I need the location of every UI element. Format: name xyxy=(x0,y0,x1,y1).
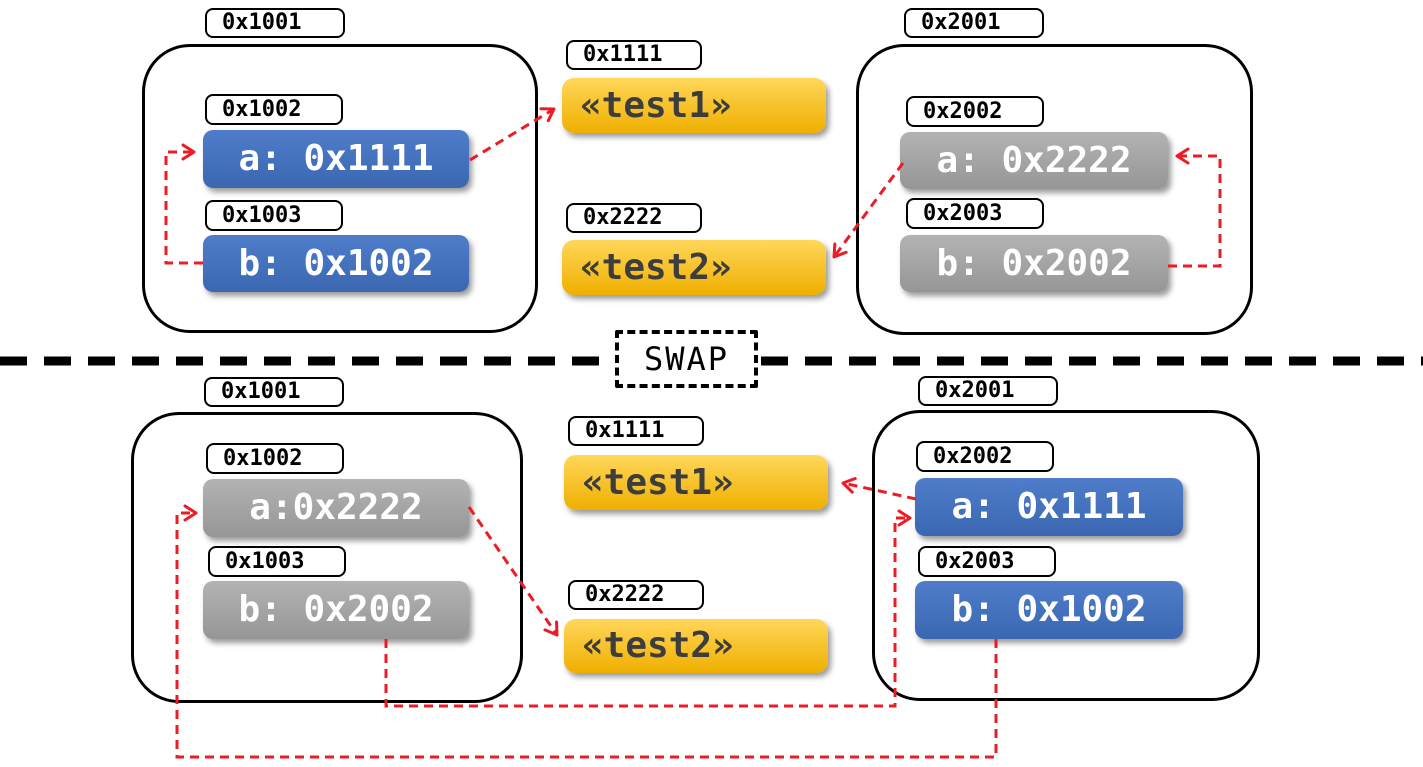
variable-value: a: 0x2222 xyxy=(936,139,1132,181)
variable-box-b: b: 0x2002 xyxy=(900,235,1168,292)
address-tag-label: 0x1111 xyxy=(585,418,665,443)
address-tag-label: 0x1003 xyxy=(225,548,305,574)
string-box-test1: «test1» xyxy=(564,455,828,510)
swap-step-box: SWAP xyxy=(615,330,758,388)
variable-value: b: 0x2002 xyxy=(238,589,434,630)
address-tag-label: 0x1002 xyxy=(223,445,303,471)
address-tag-label: 0x2003 xyxy=(935,548,1015,574)
variable-box-b: b: 0x1002 xyxy=(203,235,469,292)
string-box-test2: «test2» xyxy=(562,240,826,295)
address-tag: 0x1002 xyxy=(205,94,343,125)
string-box-test2: «test2» xyxy=(564,619,828,673)
address-tag-label: 0x2001 xyxy=(921,10,1001,35)
address-tag-label: 0x2001 xyxy=(935,378,1015,403)
string-value: «test2» xyxy=(582,625,734,666)
address-tag: 0x2003 xyxy=(906,198,1044,229)
swap-label: SWAP xyxy=(643,340,730,378)
address-tag: 0x1001 xyxy=(204,377,344,407)
address-tag: 0x1111 xyxy=(566,40,702,70)
string-box-test1: «test1» xyxy=(562,78,826,133)
variable-box-a: a:0x2222 xyxy=(203,479,469,537)
address-tag-label: 0x1001 xyxy=(222,10,302,35)
variable-box-b: b: 0x1002 xyxy=(915,581,1183,639)
variable-box-a: a: 0x1111 xyxy=(203,130,469,188)
address-tag-label: 0x1111 xyxy=(583,42,663,67)
address-tag: 0x1111 xyxy=(568,416,704,446)
address-tag-label: 0x1003 xyxy=(222,202,302,228)
address-tag-label: 0x2003 xyxy=(923,200,1003,226)
variable-value: a: 0x1111 xyxy=(238,138,434,179)
address-tag: 0x2002 xyxy=(916,441,1054,472)
string-value: «test1» xyxy=(582,461,734,503)
address-tag: 0x2222 xyxy=(568,580,704,610)
variable-value: b: 0x1002 xyxy=(238,242,434,284)
address-tag-label: 0x2222 xyxy=(585,582,665,607)
address-tag-label: 0x2002 xyxy=(933,443,1013,469)
address-tag: 0x1003 xyxy=(205,200,343,231)
address-tag-label: 0x1001 xyxy=(221,379,301,404)
variable-box-a: a: 0x1111 xyxy=(915,478,1183,536)
variable-value: a: 0x1111 xyxy=(951,486,1147,527)
variable-value: a:0x2222 xyxy=(249,487,423,528)
address-tag-label: 0x1002 xyxy=(222,96,302,122)
address-tag: 0x2001 xyxy=(918,376,1058,406)
address-tag-label: 0x2002 xyxy=(923,98,1003,124)
variable-box-b: b: 0x2002 xyxy=(203,581,469,639)
string-value: «test2» xyxy=(580,246,732,288)
address-tag: 0x2222 xyxy=(566,203,702,233)
address-tag: 0x1001 xyxy=(205,8,345,38)
address-tag: 0x2003 xyxy=(918,546,1056,577)
address-tag: 0x1003 xyxy=(208,546,346,577)
address-tag: 0x1002 xyxy=(206,443,344,474)
string-value: «test1» xyxy=(580,84,732,126)
address-tag: 0x2001 xyxy=(904,8,1044,38)
address-tag: 0x2002 xyxy=(906,96,1044,127)
address-tag-label: 0x2222 xyxy=(583,205,663,230)
variable-box-a: a: 0x2222 xyxy=(900,132,1168,189)
variable-value: b: 0x1002 xyxy=(951,589,1147,630)
variable-value: b: 0x2002 xyxy=(936,242,1132,284)
